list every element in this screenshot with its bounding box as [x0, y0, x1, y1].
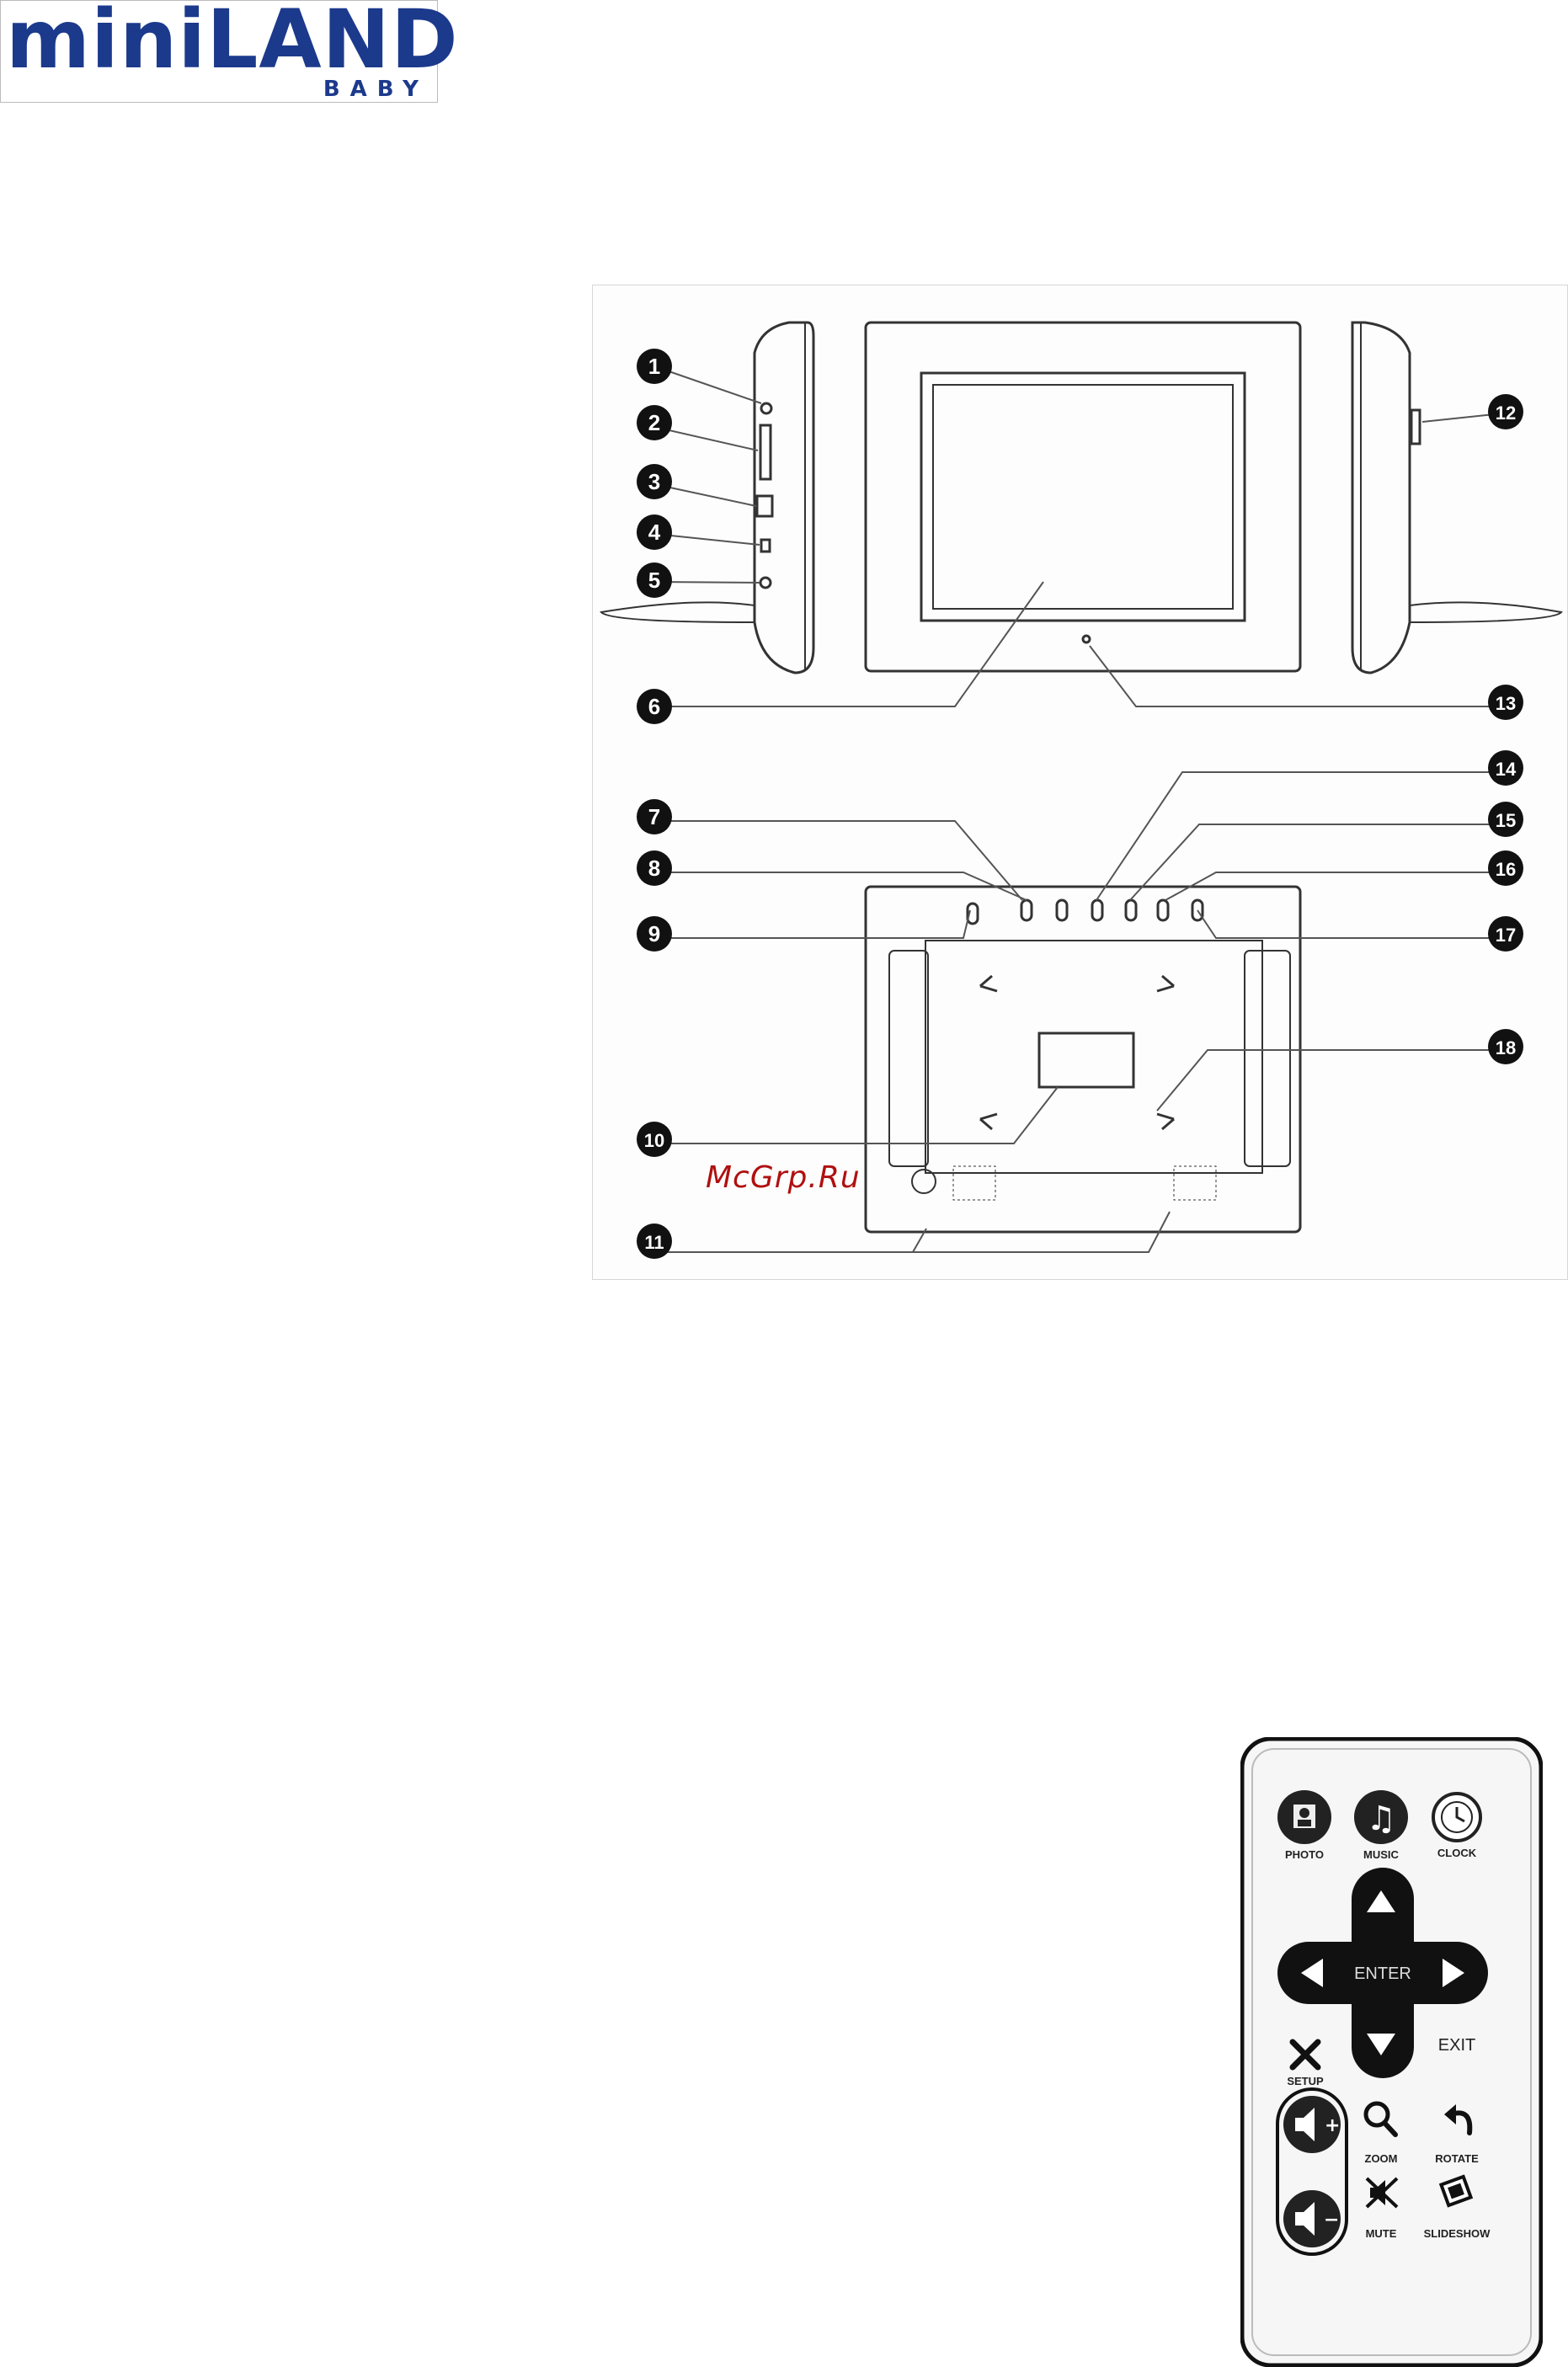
remote-control: ♫ PHOTO MUSIC CLOCK — [1240, 1737, 1543, 2367]
callout-18: 18 — [1496, 1037, 1516, 1058]
front-sensor — [1083, 636, 1090, 642]
callout-3: 3 — [648, 469, 660, 494]
clock-button[interactable] — [1433, 1794, 1480, 1841]
setup-label: SETUP — [1287, 2075, 1324, 2087]
music-button[interactable]: ♫ — [1354, 1790, 1408, 1844]
port-4 — [761, 540, 770, 552]
enter-label: ENTER — [1354, 1965, 1411, 1983]
exit-button[interactable]: EXIT — [1438, 2036, 1475, 2055]
left-stand — [601, 602, 755, 622]
zoom-label: ZOOM — [1365, 2152, 1398, 2165]
svg-text:♫: ♫ — [1366, 1799, 1396, 1838]
callout-11: 11 — [644, 1232, 664, 1253]
callout-15: 15 — [1496, 810, 1516, 831]
callout-16: 16 — [1496, 859, 1516, 880]
port-1 — [761, 403, 771, 413]
photo-frame-diagram: 1 2 3 4 5 6 7 8 9 10 11 12 13 14 15 16 1… — [592, 285, 1568, 1280]
screen-inner — [933, 385, 1233, 609]
enter-button[interactable]: ENTER — [1354, 1965, 1411, 1983]
callout-8: 8 — [648, 856, 660, 881]
callout-12: 12 — [1496, 402, 1516, 424]
clock-label: CLOCK — [1437, 1847, 1477, 1859]
photo-label: PHOTO — [1285, 1848, 1324, 1861]
callout-10: 10 — [644, 1130, 664, 1151]
callout-17: 17 — [1496, 925, 1516, 946]
callout-1: 1 — [648, 354, 660, 379]
callout-14: 14 — [1496, 759, 1517, 780]
callout-5: 5 — [648, 568, 660, 593]
photo-button[interactable] — [1277, 1790, 1331, 1844]
music-label: MUSIC — [1363, 1848, 1400, 1861]
frame-diagram-svg: 1 2 3 4 5 6 7 8 9 10 11 12 13 14 15 16 1… — [593, 285, 1568, 1281]
back-label — [1039, 1033, 1133, 1087]
volume-up-button[interactable]: + — [1283, 2096, 1341, 2153]
svg-text:−: − — [1324, 2210, 1339, 2231]
back-panel — [925, 941, 1262, 1173]
slideshow-label: SLIDESHOW — [1424, 2227, 1491, 2240]
callout-2: 2 — [648, 410, 660, 435]
svg-text:+: + — [1325, 2115, 1340, 2136]
port-3 — [757, 496, 772, 516]
logo-sub-text: BABY — [323, 77, 429, 102]
port-12 — [1411, 410, 1420, 444]
right-stand — [1410, 602, 1561, 622]
callout-4: 4 — [648, 520, 661, 545]
callout-6: 6 — [648, 694, 660, 719]
callout-13: 13 — [1496, 693, 1516, 714]
front-frame — [866, 323, 1300, 671]
remote-svg: ♫ PHOTO MUSIC CLOCK — [1240, 1737, 1543, 2367]
rotate-label: ROTATE — [1435, 2152, 1479, 2165]
callout-7: 7 — [648, 804, 660, 829]
mute-label: MUTE — [1366, 2227, 1397, 2240]
port-5 — [760, 578, 771, 588]
watermark-text: McGrp.Ru — [706, 1160, 861, 1195]
logo-brand-text: miniLAND — [6, 0, 459, 87]
volume-down-button[interactable]: − — [1283, 2190, 1341, 2247]
screen-outer — [921, 373, 1245, 621]
port-2 — [760, 425, 771, 479]
exit-label: EXIT — [1438, 2036, 1475, 2055]
callout-9: 9 — [648, 921, 660, 946]
miniland-logo: miniLAND BABY — [0, 0, 438, 103]
